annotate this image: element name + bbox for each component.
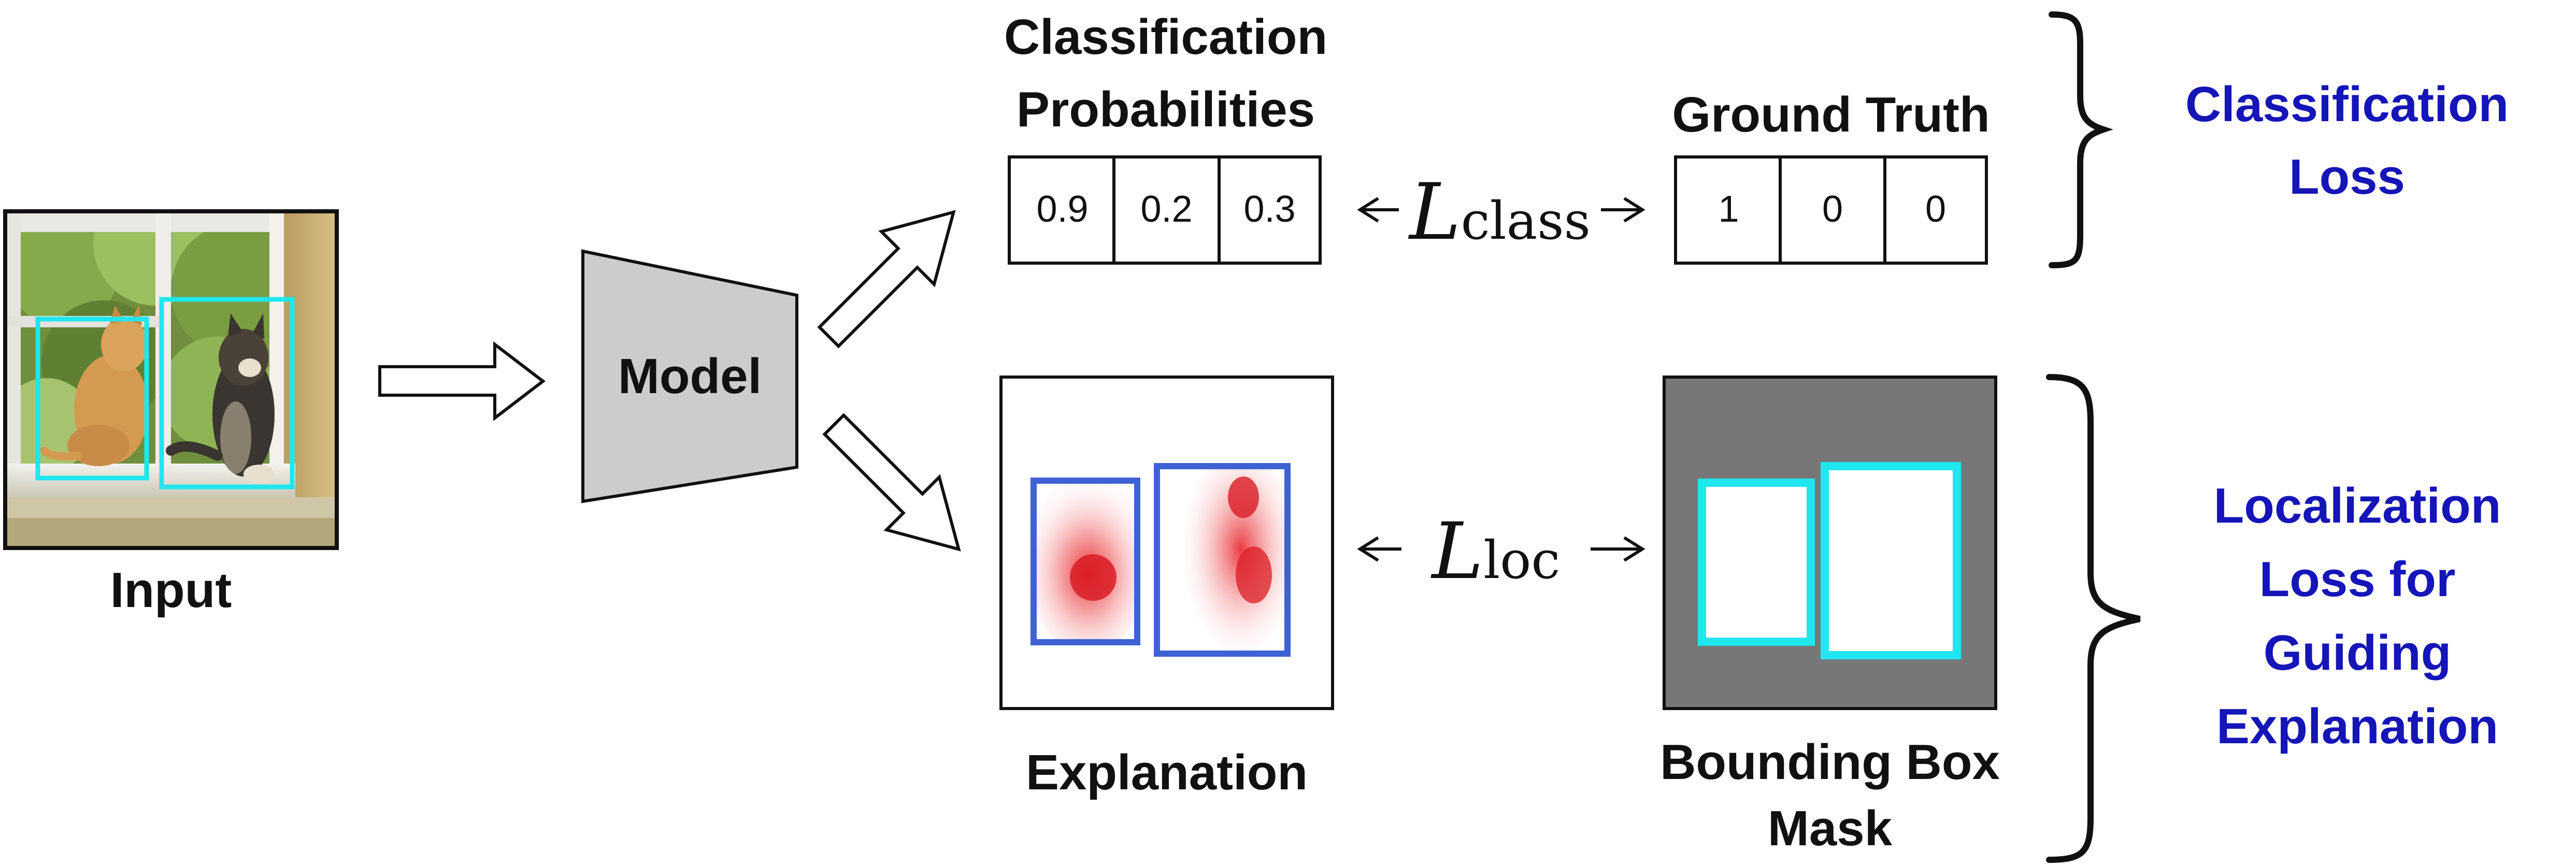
- arrow-model-to-explanation: [822, 413, 961, 552]
- arrow-model-to-probabilities: [817, 210, 956, 349]
- mask-box-left: [1698, 479, 1815, 646]
- explanation-label: Explanation: [1025, 745, 1308, 800]
- cat-box-left: [35, 316, 149, 481]
- class-loss-letter: L: [1409, 167, 1461, 257]
- loc-loss-arrow: [1357, 536, 1645, 562]
- ground-truth-cell: 0: [1822, 189, 1843, 230]
- probabilities-title-line1: Classification: [1004, 9, 1328, 65]
- probability-cell: 0.9: [1036, 189, 1089, 230]
- mask-box-right: [1821, 462, 1961, 659]
- model-label: Model: [618, 349, 762, 404]
- probabilities-table: [1008, 155, 1322, 265]
- probability-cell: 0.2: [1140, 189, 1193, 230]
- class-loss-subscript: class: [1461, 191, 1591, 251]
- arrow-input-to-model: [378, 341, 546, 422]
- input-label: Input: [110, 562, 232, 618]
- loc-loss-subscript: loc: [1483, 530, 1561, 590]
- bbox-mask-label-line2: Mask: [1767, 801, 1893, 856]
- ground-truth-table: [1674, 155, 1988, 265]
- probabilities-title-line2: Probabilities: [1016, 82, 1315, 137]
- localization-loss-label-line1: Localization: [2213, 478, 2501, 533]
- classification-loss-label-line1: Classification: [2185, 77, 2509, 132]
- loc-loss-symbol: Lloc: [1401, 513, 1591, 590]
- explanation-heatmap: [999, 376, 1334, 710]
- explanation-box-right: [1154, 463, 1291, 657]
- model-block: [581, 249, 798, 503]
- bounding-box-mask: [1663, 376, 1997, 710]
- classification-loss-brace: [2049, 11, 2113, 268]
- explanation-box-left: [1031, 478, 1140, 645]
- class-loss-symbol: Lclass: [1399, 174, 1601, 251]
- ground-truth-cell: 0: [1925, 189, 1947, 230]
- loc-loss-letter: L: [1432, 507, 1484, 597]
- bbox-mask-label-line1: Bounding Box: [1660, 734, 2000, 790]
- cat-box-right: [159, 297, 295, 489]
- localization-loss-label-line3: Guiding: [2263, 625, 2452, 681]
- classification-loss-label-line2: Loss: [2288, 149, 2406, 205]
- ground-truth-title: Ground Truth: [1672, 87, 1990, 142]
- localization-loss-label-line4: Explanation: [2216, 699, 2499, 754]
- class-loss-arrow: [1357, 197, 1645, 223]
- localization-loss-brace: [2046, 374, 2141, 863]
- ground-truth-cell: 1: [1718, 189, 1739, 230]
- localization-loss-label-line2: Loss for: [2259, 552, 2456, 607]
- input-image: [3, 209, 339, 550]
- probability-cell: 0.3: [1243, 189, 1296, 230]
